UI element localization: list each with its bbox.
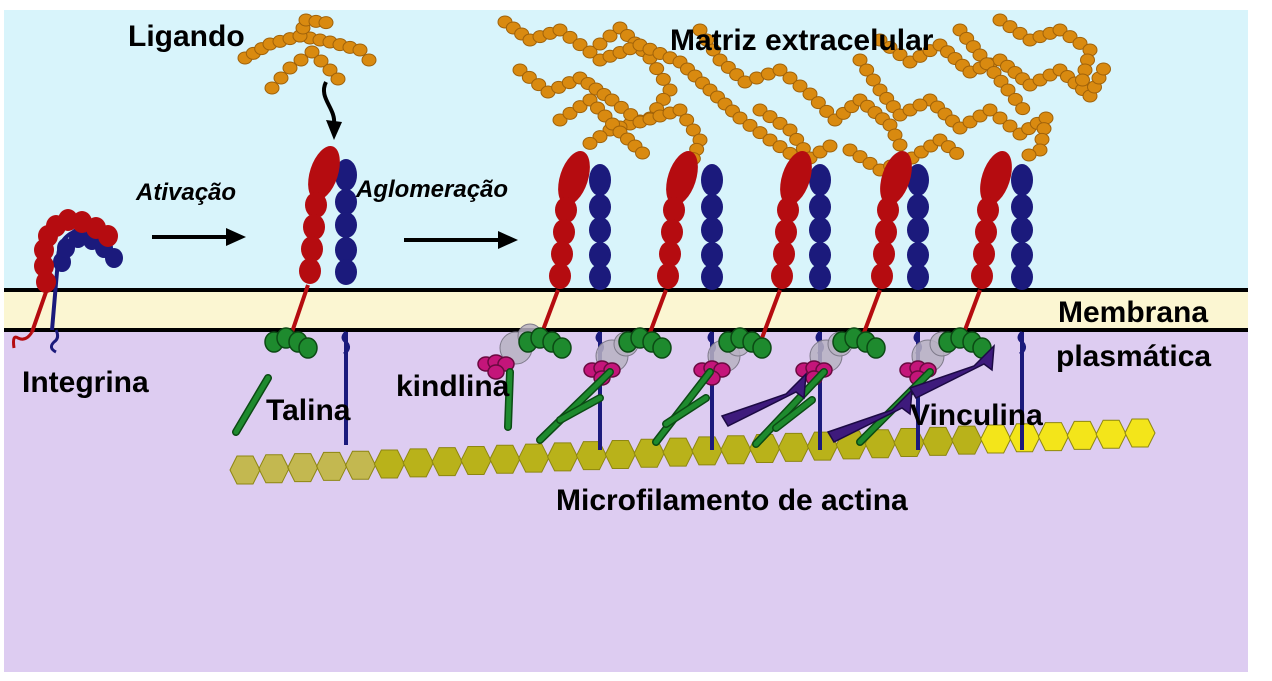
talin-icon [618, 327, 672, 359]
integrin-label: Integrina [22, 366, 149, 399]
ecm-fiber [692, 23, 908, 152]
clustering-label: Aglomeração [355, 176, 508, 203]
activation-label: Ativação [135, 179, 236, 206]
actin-label: Microfilamento de actina [556, 484, 908, 517]
talin-rod [556, 394, 604, 424]
membrane-label-line1: Membrana [1058, 296, 1208, 329]
cytoplasm-region [4, 330, 1248, 672]
cytoplasmic-proteins [232, 323, 995, 448]
talin-icon [832, 327, 886, 359]
ligand-icon [264, 45, 346, 95]
ligand-label: Ligando [128, 20, 245, 53]
vinculin-label: Vinculina [910, 399, 1043, 432]
integrin-clustered [940, 151, 1033, 450]
integrins-group [12, 146, 1033, 450]
vinculin-icon [826, 388, 913, 443]
ecm-fibers [237, 13, 1111, 177]
integrin-active [268, 146, 357, 445]
ligand-binding-arrow [322, 81, 342, 140]
talin-rod [536, 368, 614, 444]
talin-icon [264, 327, 318, 359]
ecm-fiber [922, 93, 1054, 162]
ecm-fiber [952, 23, 1031, 116]
talin-rod [752, 368, 828, 448]
vinculin-icon [908, 344, 995, 399]
ecm-fiber [992, 13, 1098, 87]
ecm-fiber [552, 93, 650, 160]
vinculin-icon [720, 372, 807, 427]
talin-rod [662, 394, 710, 428]
kindlin-icon [477, 354, 515, 380]
membrane-region [4, 290, 1248, 330]
integrin-icon [12, 209, 123, 354]
activation-arrow [152, 228, 246, 246]
kindlin-label: kindlina [396, 370, 510, 403]
clustering-arrow [404, 231, 518, 249]
talin-rod [504, 368, 514, 431]
ecm-fiber [852, 53, 928, 122]
membrane-label-line2: plasmática [1056, 340, 1211, 373]
talin-icon [518, 327, 572, 359]
ecm-label: Matriz extracelular [670, 24, 934, 57]
ligand-icon [292, 13, 334, 43]
ecm-fiber [752, 103, 838, 165]
actin-filament-icon [229, 418, 1156, 485]
talin-label: Talina [266, 394, 351, 427]
ecm-fiber [592, 38, 798, 160]
talin-rod [652, 368, 714, 446]
talin-icon [718, 327, 772, 359]
talin-rod [232, 374, 272, 436]
talin-rod [772, 396, 816, 432]
integrin-clustered [740, 151, 831, 450]
